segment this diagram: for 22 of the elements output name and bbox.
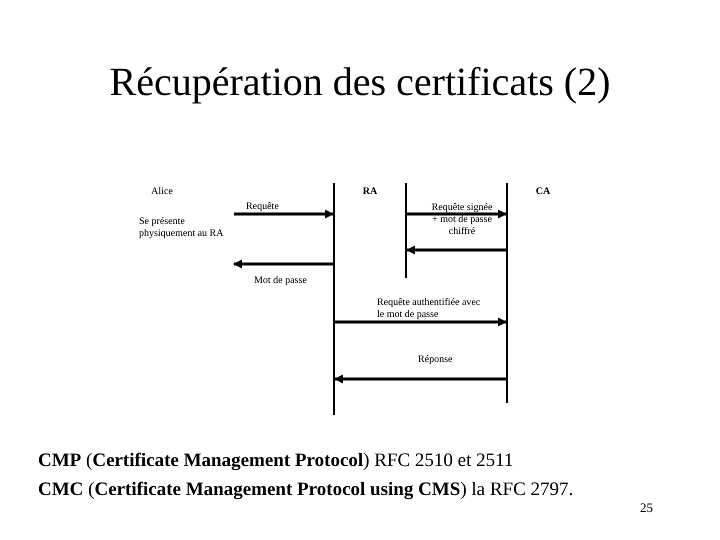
message-label: Requête signée + mot de passe chiffré [430, 202, 494, 238]
participant-label: Alice [150, 186, 174, 198]
lifeline [405, 183, 407, 278]
message-label: Réponse [418, 354, 454, 366]
message-arrow [233, 260, 333, 268]
footnote-text: CMP (Certificate Management Protocol) RFC 2510 et 2511 [38, 449, 514, 473]
lifeline [333, 183, 335, 415]
note-text: Se présente physiquement au RA [139, 216, 224, 240]
participant-label: RA [362, 186, 378, 198]
message-arrow [234, 210, 334, 218]
message-arrow [335, 318, 507, 326]
slide-title: Récupération des certificats (2) [108, 58, 612, 106]
message-label: Mot de passe [254, 275, 308, 287]
message-label: Requête authentifiée avec le mot de passe [377, 297, 482, 321]
participant-label: CA [534, 186, 552, 198]
lifeline [506, 183, 508, 403]
message-arrow [334, 374, 506, 384]
footnote-text: CMC (Certificate Management Protocol using CMS) la RFC 2797. [38, 478, 574, 502]
message-arrow [406, 246, 506, 254]
message-arrow [407, 210, 507, 218]
page-number: 25 [640, 499, 653, 517]
message-label: Requête [246, 201, 280, 213]
